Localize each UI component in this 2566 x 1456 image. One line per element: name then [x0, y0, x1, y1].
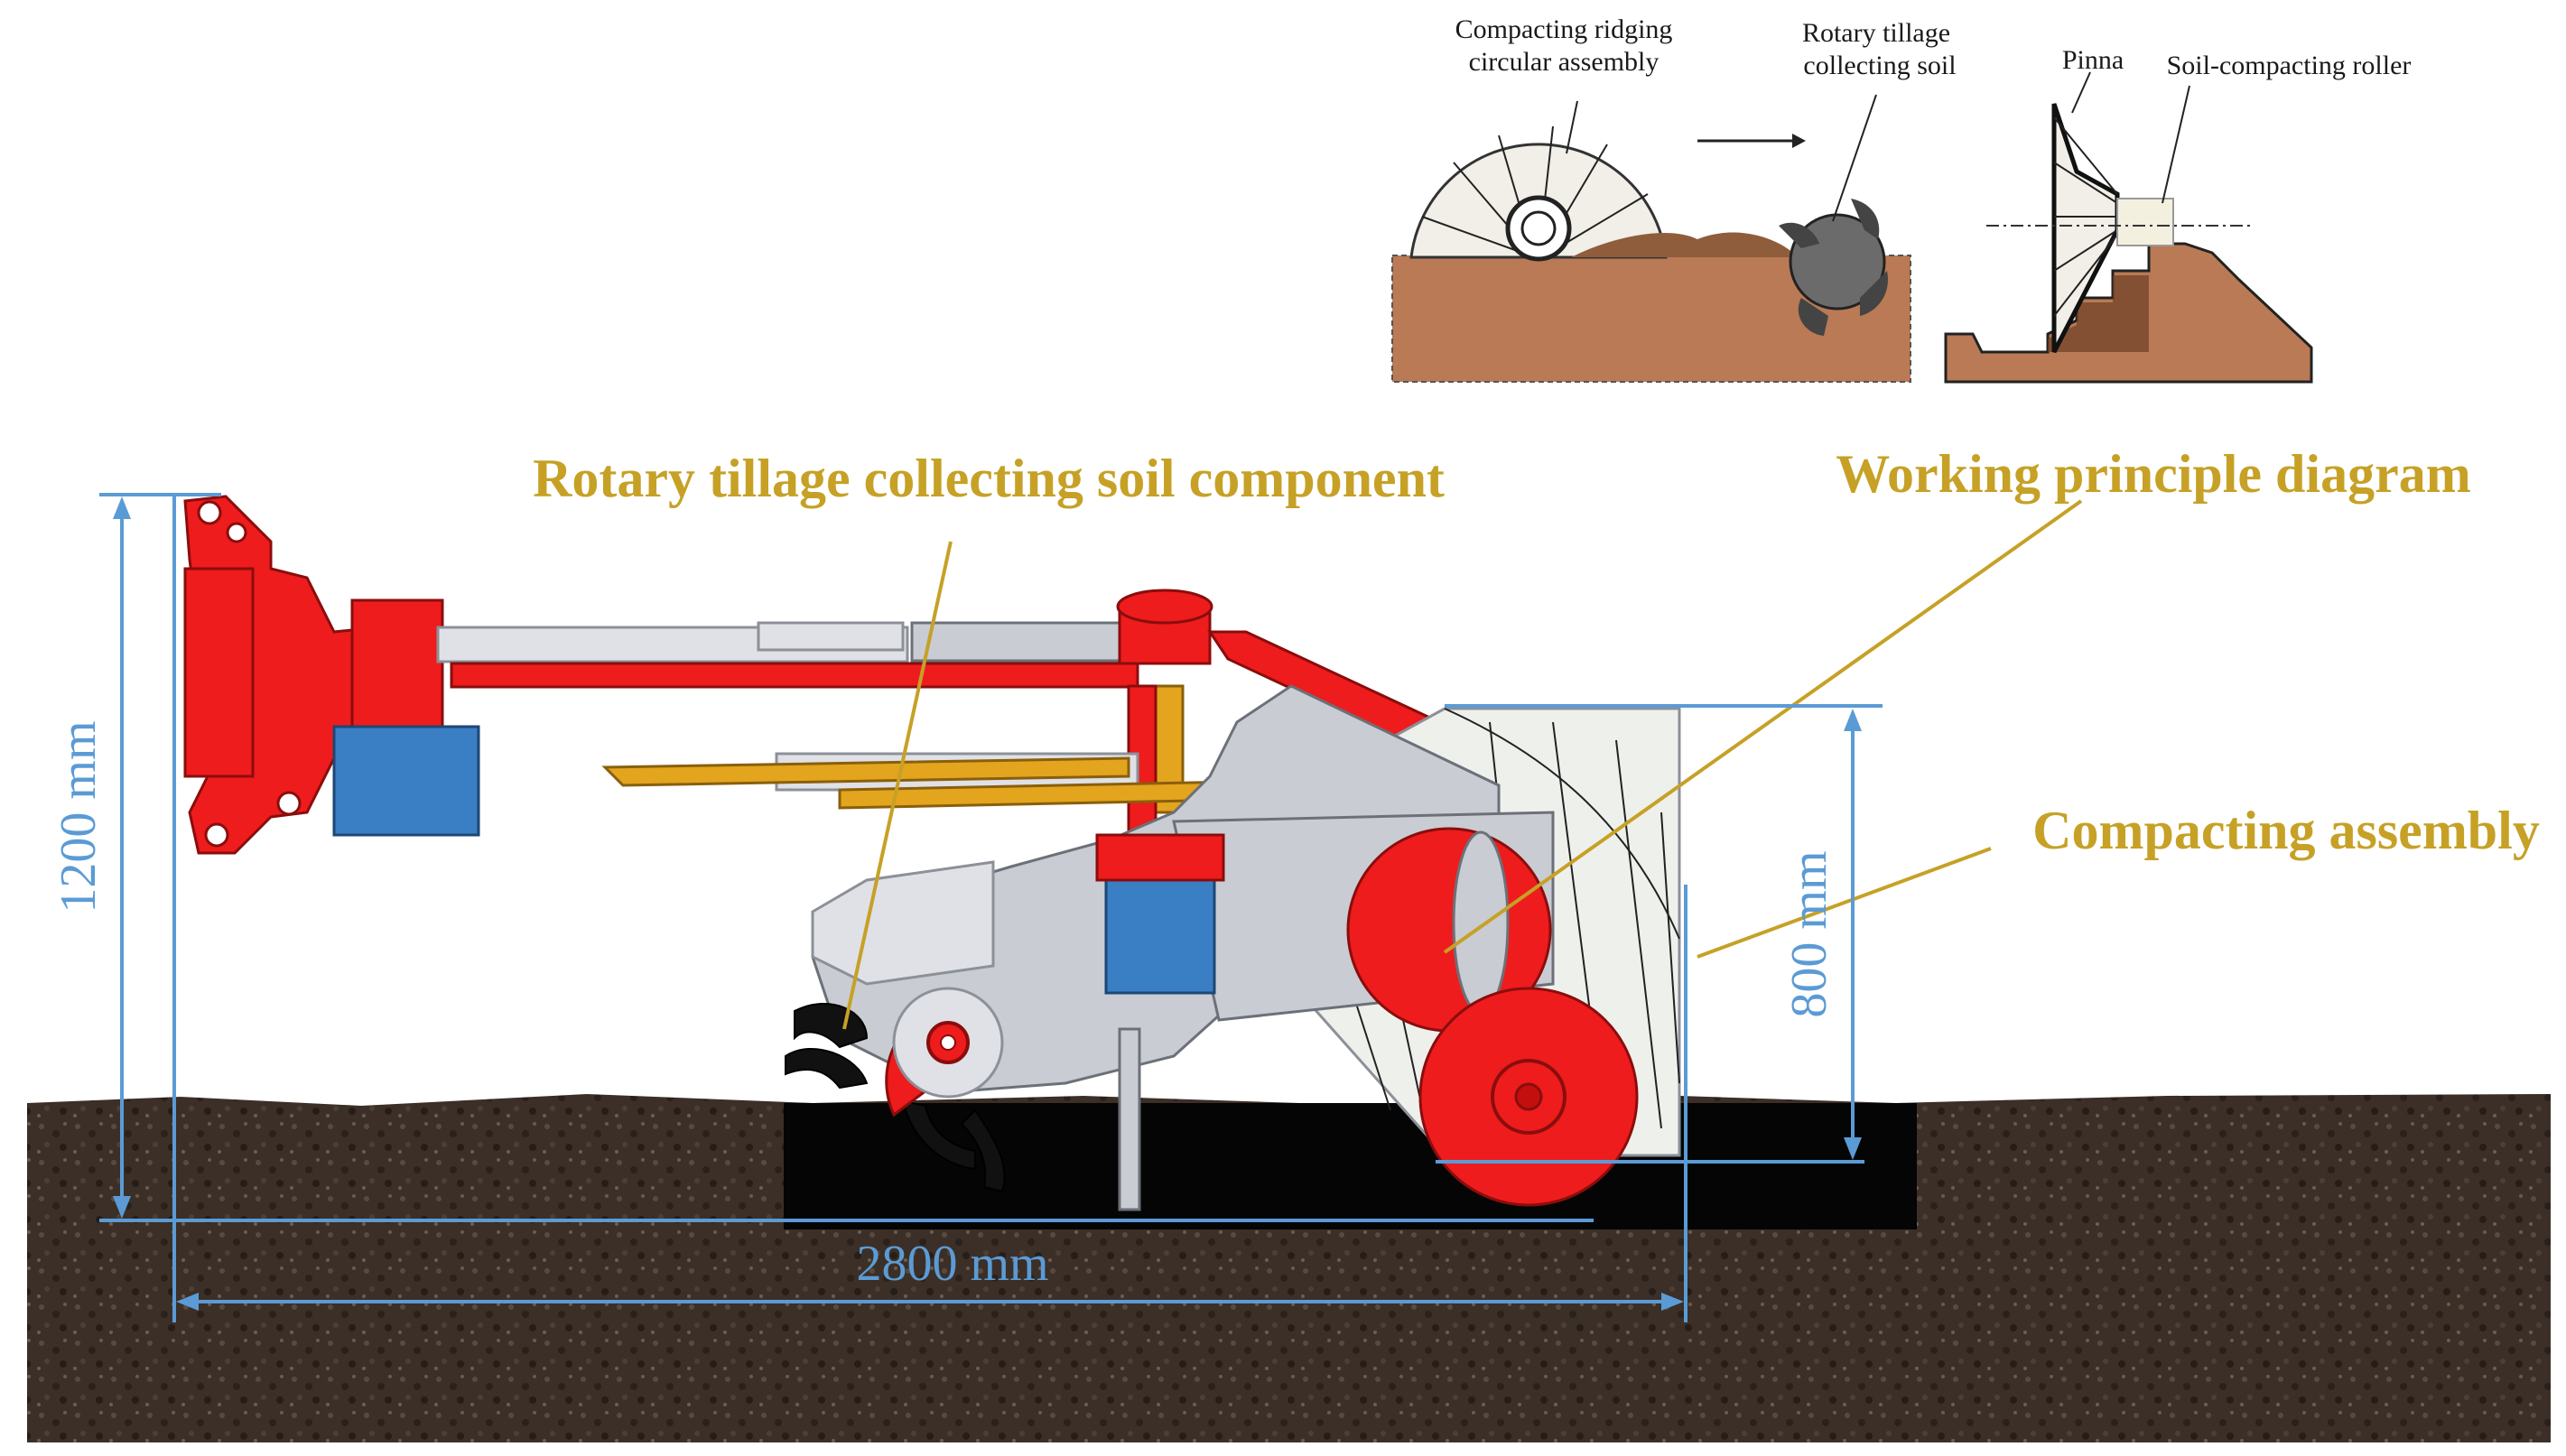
height-dimension-label: 1200 mm	[51, 720, 107, 913]
frame-bracket	[350, 598, 444, 747]
rotary-leader	[842, 541, 953, 1030]
inset-label-roller: Soil-compacting roller	[2167, 51, 2412, 80]
depth-wheel	[1418, 987, 1639, 1207]
hitch-pin-icon	[276, 791, 302, 816]
input-gearbox	[332, 725, 480, 837]
inset-label-rotary-1: Rotary tillage	[1802, 18, 1950, 48]
dimensions: 1200 mm 800 mm 2800 mm	[51, 493, 1883, 1322]
length-dimension-label: 2800 mm	[856, 1236, 1048, 1292]
top-gearbox-cap	[1116, 589, 1213, 625]
callouts: Rotary tillage collecting soil component…	[533, 444, 2540, 1030]
support-leg	[1118, 1027, 1141, 1211]
rotary-tiller-icon	[1779, 199, 1888, 336]
callout-compacting-assembly: Compacting assembly	[2032, 801, 2540, 860]
compacting-leader	[1697, 847, 1992, 959]
inset-label-ridging-1: Compacting ridging	[1455, 14, 1673, 44]
callout-working-principle: Working principle diagram	[1836, 444, 2470, 504]
rotary-tiller	[785, 987, 1006, 1193]
ridging-hub-icon	[1505, 195, 1572, 262]
upper-frame-beam	[450, 662, 1139, 689]
inset-label-ridging-2: circular assembly	[1469, 47, 1660, 77]
roller-height-dimension-label: 800 mm	[1781, 850, 1837, 1017]
main-gearbox	[1104, 874, 1216, 995]
inset-label-rotary-2: collecting soil	[1803, 51, 1956, 80]
ground	[27, 1094, 2551, 1442]
ridging-machine	[183, 495, 1681, 1211]
gearbox-top-flange	[1095, 833, 1225, 882]
side-plate	[811, 860, 995, 986]
gold-link	[601, 756, 1130, 787]
ridging-leader	[1566, 100, 1578, 154]
working-principle-inset: Compacting ridging circular assembly Rot…	[1391, 14, 2412, 384]
hitch-plate	[183, 567, 255, 778]
pinna-leader	[2071, 71, 2091, 114]
furrow-shadow	[784, 1103, 1917, 1229]
hitch-pin-icon	[197, 500, 222, 525]
disc-hub	[1452, 830, 1510, 1015]
roller-icon	[2116, 198, 2174, 246]
principle-leader	[1443, 499, 2083, 954]
hitch-pin-icon	[226, 522, 247, 543]
hitch-pin-icon	[204, 822, 229, 848]
callout-rotary-tillage: Rotary tillage collecting soil component	[533, 449, 1445, 508]
roller-leader	[2162, 85, 2190, 204]
inset-label-pinna: Pinna	[2062, 45, 2124, 75]
upper-shaft-housing	[757, 621, 905, 652]
soil-mound	[1571, 232, 1797, 257]
rotary-inset-leader	[1832, 94, 1877, 222]
